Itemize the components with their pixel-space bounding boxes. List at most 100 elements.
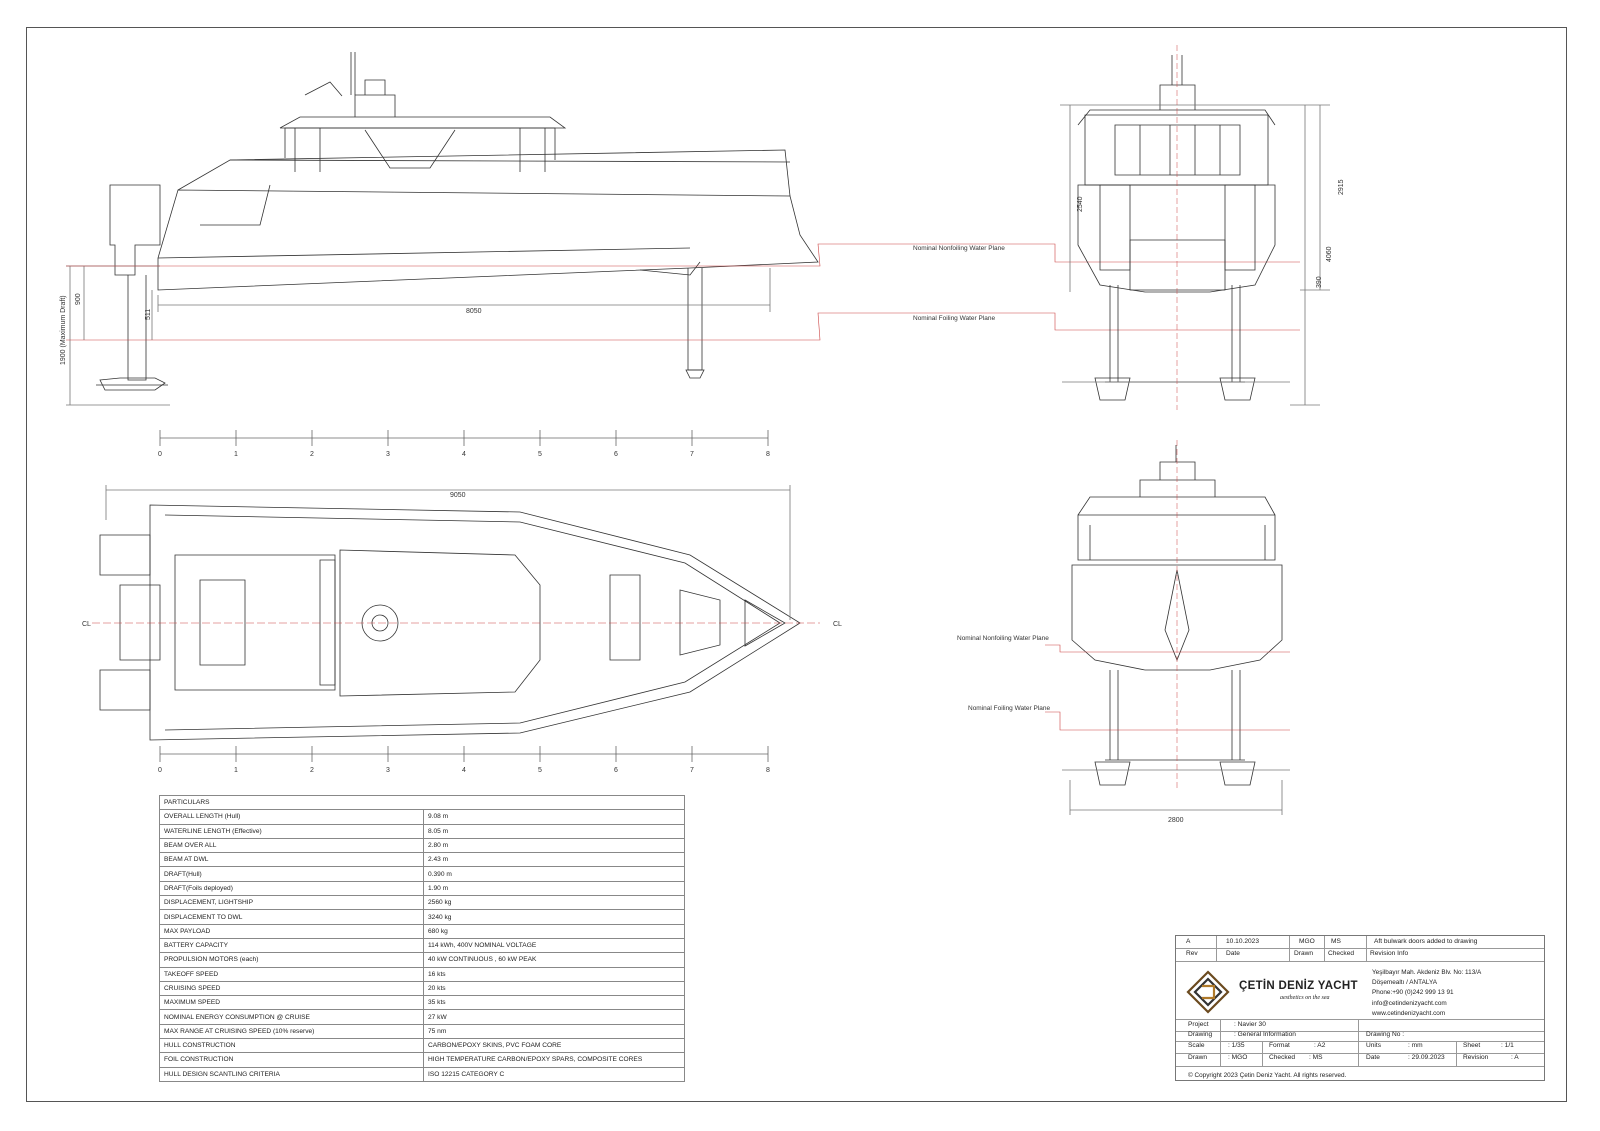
project-row: Project : Navier 30	[1176, 1019, 1544, 1032]
particular-value: 2560 kg	[423, 895, 685, 911]
scale-label: Scale	[1188, 1042, 1205, 1049]
particular-name: HULL CONSTRUCTION	[159, 1038, 424, 1054]
dim-2915: 2915	[1338, 179, 1345, 195]
particular-value: 1.90 m	[423, 880, 685, 897]
particulars-row: MAX RANGE AT CRUISING SPEED (10% reserve…	[159, 1023, 685, 1040]
particulars-row: PROPULSION MOTORS (each)40 kW CONTINUOUS…	[159, 952, 685, 968]
revision-label: Revision	[1463, 1054, 1489, 1061]
company-logo-icon	[1186, 970, 1230, 1014]
dim-waterline-length: 8050	[466, 308, 482, 315]
dim-4060: 4060	[1326, 246, 1333, 262]
label-foiling-profile: Nominal Foiling Water Plane	[913, 315, 996, 322]
scale-top-tick-label: 0	[158, 451, 162, 458]
units-value: : mm	[1408, 1042, 1423, 1049]
scale-bottom-tick-label: 4	[462, 767, 466, 774]
particular-value: 16 kts	[423, 966, 685, 982]
format-label: Format	[1269, 1042, 1290, 1049]
scale-top-tick-label: 5	[538, 451, 542, 458]
revision-header-row: Rev Date Drawn Checked Revision Info	[1176, 948, 1544, 962]
foiling-water-plane-line	[66, 312, 1300, 341]
particular-value: 2.80 m	[423, 837, 685, 854]
revision-row: A 10.10.2023 MGO MS Aft bulwark doors ad…	[1176, 936, 1544, 949]
label-nonfoiling-rear: Nominal Nonfoiling Water Plane	[957, 635, 1049, 642]
company-name: ÇETİN DENİZ YACHT	[1239, 980, 1358, 992]
scale-top-tick-label: 4	[462, 451, 466, 458]
particular-value: 40 kW CONTINUOUS , 60 kW PEAK	[423, 952, 685, 968]
particular-name: HULL DESIGN SCANTLING CRITERIA	[159, 1066, 424, 1082]
scale-bottom-tick-label: 6	[614, 767, 618, 774]
particular-value: CARBON/EPOXY SKINS, PVC FOAM CORE	[423, 1038, 685, 1054]
rev-info-value: Aft bulwark doors added to drawing	[1374, 938, 1478, 945]
particular-name: DRAFT(Hull)	[159, 866, 424, 882]
particular-value: 27 kW	[423, 1009, 685, 1025]
format-value: : A2	[1314, 1042, 1326, 1049]
rev-checked-value: MS	[1331, 938, 1341, 945]
sheet-value: : 1/1	[1501, 1042, 1514, 1049]
label-nonfoiling-profile: Nominal Nonfoiling Water Plane	[913, 245, 1005, 252]
scale-bottom-tick-label: 1	[234, 767, 238, 774]
checked-label: Checked	[1269, 1054, 1296, 1061]
dim-rear-beam: 2800	[1168, 817, 1184, 824]
particular-value: 0.390 m	[423, 866, 685, 882]
dim-2540: 2540	[1077, 196, 1084, 212]
drawing-value: : General Information	[1234, 1031, 1296, 1038]
drawn-row: Drawn : MGO Checked : MS Date : 29.09.20…	[1176, 1053, 1544, 1067]
company-slogan: aesthetics on the sea	[1280, 995, 1330, 1001]
nonfoiling-water-plane-line	[66, 243, 1300, 267]
scale-bar-bottom	[159, 746, 769, 762]
drawing-label: Drawing	[1188, 1031, 1213, 1038]
scale-top-tick-label: 3	[386, 451, 390, 458]
drawn-value: : MGO	[1228, 1054, 1248, 1061]
plan-hull	[149, 504, 801, 741]
front-hull	[1077, 184, 1276, 293]
drawn-label: Drawn	[1188, 1054, 1208, 1061]
profile-front-strut	[687, 268, 703, 371]
particular-name: CRUISING SPEED	[159, 980, 424, 997]
particular-value: 680 kg	[423, 923, 685, 939]
particulars-row: DRAFT(Foils deployed)1.90 m	[159, 880, 685, 897]
rear-view	[1045, 440, 1290, 815]
date-label: Date	[1366, 1054, 1380, 1061]
particular-name: FOIL CONSTRUCTION	[159, 1052, 424, 1068]
revision-value: : A	[1511, 1054, 1519, 1061]
drawn-header: Drawn	[1294, 950, 1314, 957]
checked-value: : MS	[1309, 1054, 1323, 1061]
rev-value: A	[1186, 938, 1191, 945]
drawing-row: Drawing : General Information Drawing No…	[1176, 1030, 1544, 1042]
particular-value: 3240 kg	[423, 909, 685, 925]
rev-drawn-value: MGO	[1299, 938, 1315, 945]
particular-name: MAXIMUM SPEED	[159, 995, 424, 1011]
title-block: A 10.10.2023 MGO MS Aft bulwark doors ad…	[1175, 935, 1545, 1081]
particulars-header: PARTICULARS	[159, 794, 685, 811]
profile-view	[66, 52, 819, 406]
drawing-sheet-border	[26, 27, 1567, 1102]
particular-value: 114 kWh, 400V NOMINAL VOLTAGE	[423, 937, 685, 954]
particular-value: 2.43 m	[423, 852, 685, 868]
particular-name: MAX PAYLOAD	[159, 923, 424, 939]
particular-name: BATTERY CAPACITY	[159, 937, 424, 954]
particulars-row: OVERALL LENGTH (Hull)9.08 m	[159, 809, 685, 825]
plan-view	[92, 485, 820, 741]
label-foiling-rear: Nominal Foiling Water Plane	[968, 705, 1051, 712]
particulars-row: DRAFT(Hull)0.390 m	[159, 866, 685, 882]
plan-outboard-bottom	[99, 669, 151, 711]
date-header: Date	[1226, 950, 1240, 957]
project-label: Project	[1188, 1021, 1209, 1028]
scale-top-tick-label: 7	[690, 451, 694, 458]
scale-top-tick-label: 1	[234, 451, 238, 458]
checked-header: Checked	[1328, 950, 1355, 957]
scale-bottom-tick-label: 8	[766, 767, 770, 774]
particular-name: WATERLINE LENGTH (Effective)	[159, 823, 424, 839]
particular-value: 35 kts	[423, 995, 685, 1011]
scale-bottom-tick-label: 2	[310, 767, 314, 774]
particular-name: DRAFT(Foils deployed)	[159, 880, 424, 897]
plan-outboard-top	[99, 534, 151, 576]
scale-top-tick-label: 8	[766, 451, 770, 458]
